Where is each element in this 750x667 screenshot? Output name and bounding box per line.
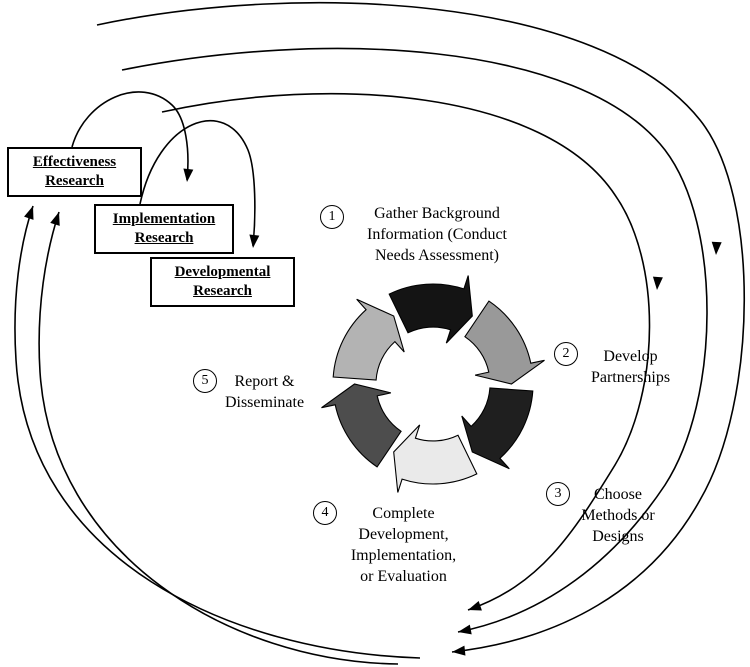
loop-arc-outer [96, 1, 745, 653]
arrowhead-left-up-inner [50, 212, 60, 226]
step-4-line2: Development, [358, 526, 449, 543]
step-5-number-circle: 5 [193, 369, 217, 393]
step-4-line4: or Evaluation [360, 568, 447, 585]
box-link-curls [71, 91, 256, 247]
box-developmental-research: Developmental Research [150, 257, 295, 307]
step-4-line3: Implementation, [350, 547, 457, 564]
step-1-number-circle: 1 [320, 205, 344, 229]
arrowhead-inner-end [468, 601, 482, 611]
step-3-line2: Methods or [581, 507, 655, 524]
cycle-arrow-lower-right [461, 387, 534, 470]
arrowhead-curl-implementation [183, 168, 194, 182]
step-3-number-circle: 3 [546, 482, 570, 506]
box-effectiveness-research: Effectiveness Research [7, 147, 142, 197]
step-1-label: Gather Background Information (Conduct N… [352, 203, 522, 266]
return-arc-left-inner [38, 211, 399, 665]
return-arc-left-outer [14, 205, 421, 659]
arrowheads [24, 168, 722, 656]
curl-effectiveness-to-implementation [71, 91, 189, 181]
step-3-number: 3 [554, 486, 562, 501]
step-1-line3: Needs Assessment) [375, 247, 499, 264]
left-return-arcs [14, 205, 421, 665]
step-1-line1: Gather Background [374, 205, 500, 222]
box-implementation-line1: Implementation [112, 211, 216, 227]
cycle-arrow-upper-left [332, 298, 405, 381]
step-1-number: 1 [328, 209, 336, 224]
cycle-arrow-lower-left [321, 383, 402, 468]
curl-implementation-to-developmental [139, 120, 256, 247]
arrowhead-right-inner [652, 276, 663, 290]
step-5-line2: Disseminate [224, 394, 305, 411]
arrowhead-middle-end [458, 624, 472, 635]
step-2-label: Develop Partnerships [583, 346, 678, 388]
arrowhead-right-middle [711, 241, 722, 255]
step-5-label: Report & Disseminate [212, 371, 317, 413]
box-implementation-line2: Research [134, 230, 194, 246]
arrowhead-outer-end [452, 645, 466, 656]
step-4-number-circle: 4 [313, 501, 337, 525]
loop-arc-middle [121, 47, 708, 633]
loop-arc-inner [161, 92, 651, 611]
step-2-number: 2 [562, 346, 570, 361]
step-2-line1: Develop [603, 348, 658, 365]
box-implementation-research: Implementation Research [94, 204, 234, 254]
cycle-arrow-upper-right [464, 300, 545, 385]
arrowhead-left-up-outer [24, 206, 34, 220]
cycle-arrow-bottom [393, 424, 478, 493]
step-3-line1: Choose [594, 486, 642, 503]
step-5-line1: Report & [234, 373, 295, 390]
cycle-arrow-top [388, 275, 473, 344]
step-5-number: 5 [201, 373, 209, 388]
step-4-line1: Complete [372, 505, 435, 522]
step-1-line2: Information (Conduct [367, 226, 507, 243]
box-developmental-line2: Research [193, 283, 252, 299]
box-effectiveness-line1: Effectiveness [32, 154, 117, 170]
step-2-line2: Partnerships [590, 369, 671, 386]
step-2-number-circle: 2 [554, 342, 578, 366]
box-effectiveness-line2: Research [45, 173, 104, 189]
cycle-arrow-ring [321, 275, 545, 493]
step-3-label: Choose Methods or Designs [568, 484, 668, 547]
arrowhead-curl-developmental [249, 234, 260, 248]
box-developmental-line1: Developmental [174, 264, 271, 280]
step-4-label: Complete Development, Implementation, or… [336, 503, 471, 587]
outer-loop-arcs [96, 1, 745, 653]
step-3-line3: Designs [592, 528, 644, 545]
step-4-number: 4 [321, 505, 329, 520]
